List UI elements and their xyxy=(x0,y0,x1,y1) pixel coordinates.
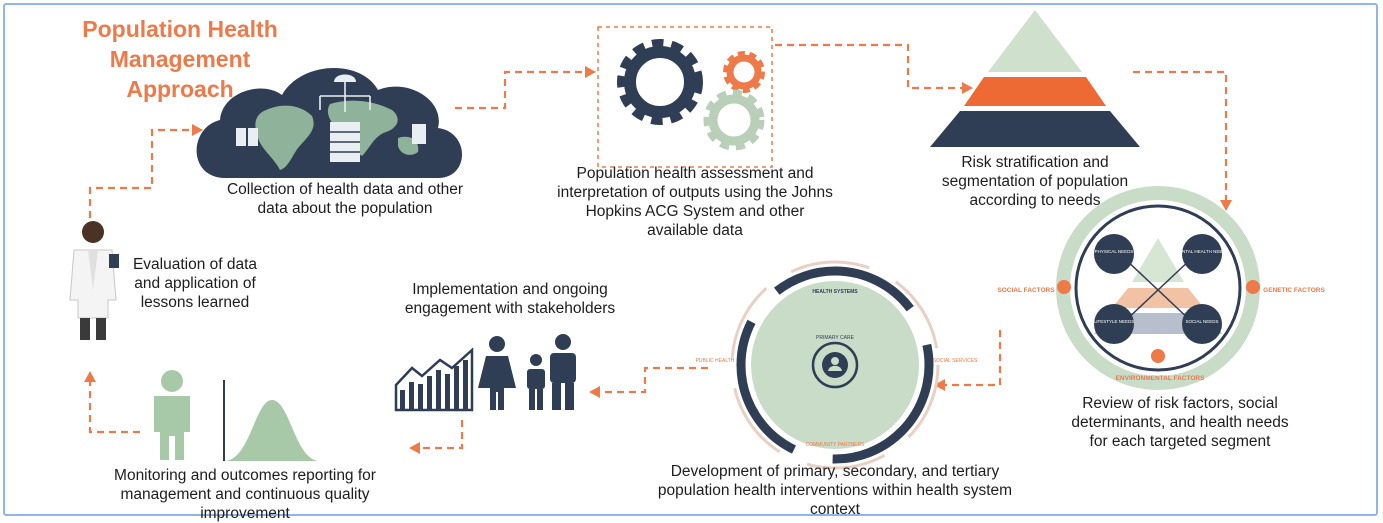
monitoring-step-text: Monitoring and outcomes reporting for ma… xyxy=(114,467,376,522)
implementation-step-text: Implementation and ongoing engagement wi… xyxy=(404,281,616,317)
development-step-text: Development of primary, secondary, and t… xyxy=(657,463,1013,518)
evaluation-step-text: Evaluation of data and application of le… xyxy=(132,256,258,311)
social-services-label: SOCIAL SERVICES xyxy=(933,358,978,364)
risk-pyramid-icon xyxy=(930,10,1140,147)
arrowhead-collection xyxy=(192,124,203,136)
environmental-factors-label: ENVIRONMENTAL FACTORS xyxy=(1116,375,1206,382)
assessment-step-text: Population health assessment and interpr… xyxy=(557,165,833,239)
gears-icon xyxy=(597,26,773,168)
arrowhead-development xyxy=(934,379,945,391)
review-step-text: Review of risk factors, social determina… xyxy=(1071,395,1289,450)
arrowhead-assessment xyxy=(585,66,596,78)
cloud-data-icon xyxy=(196,68,462,178)
diagram-border xyxy=(3,3,1378,516)
mental-health-needs-label: MENTAL HEALTH NEEDS xyxy=(1175,249,1228,254)
title-line-1: Population Health xyxy=(82,16,278,42)
connector-evaluation-to-collection xyxy=(88,128,192,218)
community-partners-label: COMMUNITY PARTNERS xyxy=(806,442,866,448)
connector-collection-to-assessment xyxy=(455,70,585,110)
doctor-icon xyxy=(69,221,119,340)
page-title: Population Health Management Approach xyxy=(45,14,315,104)
genetic-factors-label: GENETIC FACTORS xyxy=(1263,287,1325,294)
connector-review-to-development xyxy=(945,330,1002,387)
social-needs-label: SOCIAL NEEDS xyxy=(1185,319,1218,324)
arrowhead-implementation xyxy=(589,386,600,398)
arrowhead-review xyxy=(1220,200,1232,211)
health-systems-label: HEALTH SYSTEMS xyxy=(812,289,858,295)
factors-circle-diagram: PHYSICAL NEEDS MENTAL HEALTH NEEDS LIFES… xyxy=(997,186,1325,390)
connector-development-to-implementation xyxy=(600,366,708,394)
primary-care-label: PRIMARY CARE xyxy=(816,335,855,341)
physical-needs-label: PHYSICAL NEEDS xyxy=(1095,249,1134,254)
title-line-2: Management xyxy=(109,46,251,72)
connector-assessment-to-risk xyxy=(775,43,962,90)
health-system-circle: HEALTH SYSTEMS PUBLIC HEALTH SOCIAL SERV… xyxy=(696,260,978,470)
connector-monitoring-to-evaluation xyxy=(88,382,140,434)
collection-step-text: Collection of health data and other data… xyxy=(226,181,464,217)
connector-implementation-to-monitoring xyxy=(420,420,464,450)
connector-risk-to-review xyxy=(1133,70,1228,200)
monitoring-icon xyxy=(154,370,320,461)
arrowhead-evaluation xyxy=(84,371,96,382)
stakeholders-icon xyxy=(394,334,576,412)
risk-step-text: Risk stratification and segmentation of … xyxy=(941,154,1129,209)
arrowhead-risk xyxy=(962,82,973,94)
lifestyle-needs-label: LIFESTYLE NEEDS xyxy=(1094,319,1135,324)
title-line-3: Approach xyxy=(126,76,234,102)
arrowhead-monitoring xyxy=(409,442,420,454)
social-factors-label: SOCIAL FACTORS xyxy=(997,287,1055,294)
public-health-label: PUBLIC HEALTH xyxy=(696,358,735,364)
